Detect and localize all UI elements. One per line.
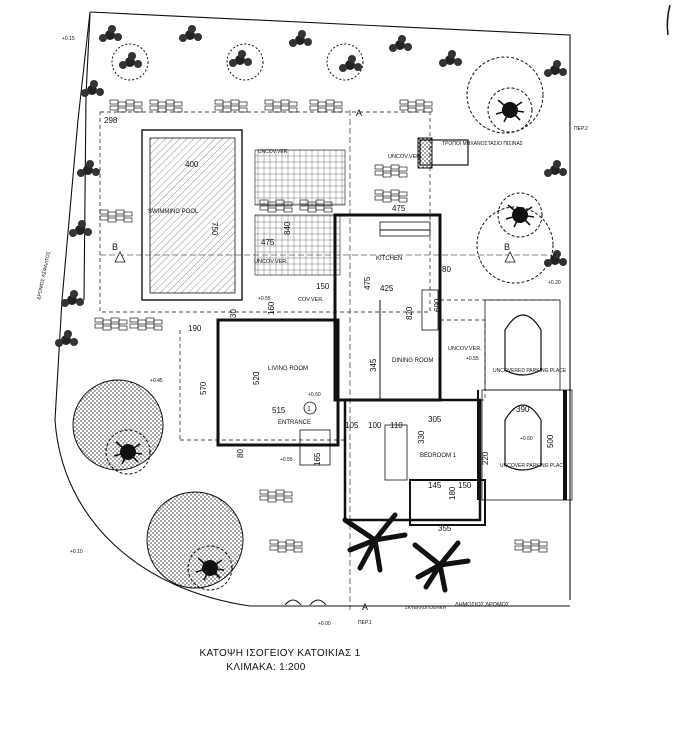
dim: 190 [188,324,202,333]
label-uncov-ver-1: UNCOV.VER. [258,149,289,155]
level: +0.10 [70,549,83,555]
dim: 425 [380,284,394,293]
dim-pool-wid: 750 [210,222,219,236]
level: +0.60 [308,392,321,398]
label-entrance: ENTRANCE [278,420,311,426]
label-parking-2: UNCOVER PARKING PLACE [500,463,567,469]
palm-trees [342,512,471,593]
plan-labels: SWIMMING POOL 400 750 298 ΔΡΟΜΟΣ ΑΣΦΑΛΤΟ… [36,36,588,627]
dim: 180 [448,486,457,500]
label-bedroom: BEDROOM 1 [420,453,457,459]
label-entrance-mark: 1 [307,406,311,413]
label-living-room: LIVING ROOM [268,366,308,372]
dim: 840 [283,221,292,235]
label-cov-ver: COV.VER. [298,297,324,303]
label-per2: ΠΕΡ.2 [574,126,588,132]
trees-right [466,56,567,284]
level: +0.55 [466,356,479,362]
dim-pool-len: 400 [185,160,199,169]
shrubs-left [55,80,104,347]
plan-title: ΚΑΤΟΨΗ ΙΣΟΓΕΙΟΥ ΚΑΤΟΙΚΙΑΣ 1 [199,648,361,659]
dim: 820 [405,306,414,320]
label-pool: SWIMMING POOL [148,209,199,215]
dim: 330 [417,430,426,444]
label-per1: ΠΕΡ.1 [358,620,372,626]
dim: 355 [438,524,452,533]
label-uncov-ver-4: UNCOV.VER. [448,346,482,352]
level: +0.60 [520,436,533,442]
dim: 105 [345,421,359,430]
swimming-pool [141,129,243,301]
dim: 390 [516,405,530,414]
dim: 515 [272,406,286,415]
dim: 80 [236,449,245,458]
dim: 80 [442,265,451,274]
dim: 110 [390,421,403,430]
label-mech-room: ΤΡΟΠΟΙ ΜΗΧΑΝΟΣΤΑΣΙΟ ΠΙΣΙΝΑΣ [442,141,523,147]
section-a-bottom: A [362,602,368,612]
label-uncov-ver-2: UNCOV.VER. [254,259,288,265]
label-road-side: ΔΡΟΜΟΣ ΑΣΦΑΛΤΟΣ [36,251,52,301]
trees-lower-left [72,379,244,591]
north-arrow-fragment [666,4,671,36]
dim: 160 [267,301,276,315]
dim-298: 298 [104,116,118,125]
level: +0.55 [280,457,293,463]
section-markers [100,110,560,610]
dim: 220 [481,451,490,465]
level: +0.55 [258,296,271,302]
dim: 520 [252,371,261,385]
dim: 150 [458,481,472,490]
parking-areas [477,299,573,501]
dim: 145 [428,481,442,490]
section-a-top: A [356,108,362,118]
level: +0.20 [548,280,561,286]
section-b-right: B [504,242,510,252]
dim: 475 [392,204,406,213]
dim: 30 [229,309,238,318]
level: +0.00 [318,621,331,627]
dim: 475 [261,238,275,247]
tree-row-top [99,25,462,81]
site-boundary [54,11,571,607]
dim: 500 [546,434,555,448]
dim: 150 [316,282,330,291]
label-uncov-ver-3: UNCOV.VER. [388,154,422,160]
dim: 100 [368,421,382,430]
entrance-steps [284,429,331,606]
level: +0.45 [150,378,163,384]
level: +0.15 [62,36,75,42]
dim: 345 [369,358,378,372]
label-dining-room: DINING ROOM [392,358,433,364]
dim: 305 [428,415,442,424]
label-sidewalk: ΣΚΥΒΑΛΟΠΟΘΗΚΗ [405,605,446,610]
section-b-left: B [112,242,118,252]
dim: 475 [363,276,372,290]
plan-scale: ΚΛΙΜΑΚΑ: 1:200 [226,662,306,673]
dim: 165 [313,452,322,466]
dim: 690 [433,298,442,312]
label-parking-1: UNCOVERED PARKING PLACE [493,368,567,374]
uncovered-veranda-grid [254,149,346,276]
mech-room [417,137,469,169]
label-kitchen: KITCHEN [376,256,402,262]
label-public-road: ΔΗΜΟΣΙΟΣ ΔΡΟΜΟΣ [455,602,510,608]
house-walls [216,213,486,526]
dim: 570 [199,381,208,395]
